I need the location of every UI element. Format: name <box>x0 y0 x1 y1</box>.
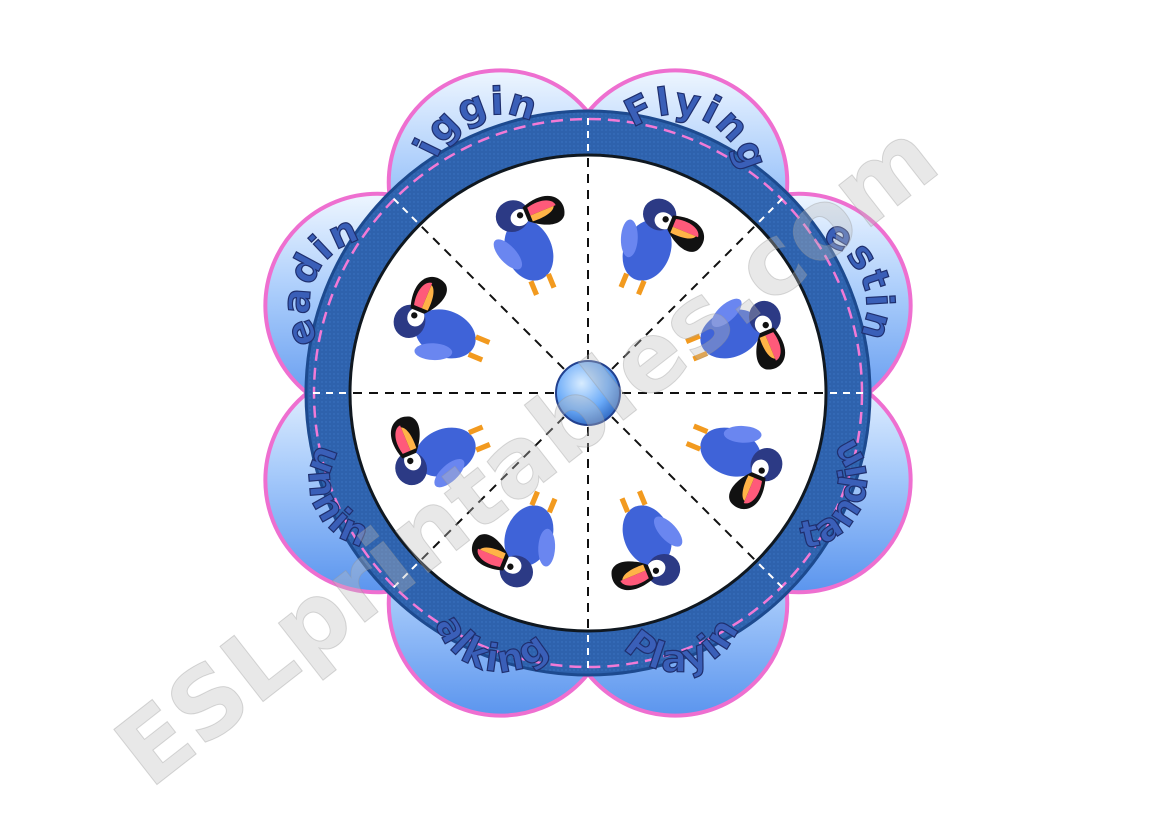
ring-divider <box>389 194 418 223</box>
sector-divider <box>611 416 756 561</box>
center-hub <box>555 360 621 426</box>
ring-divider <box>758 194 787 223</box>
ring-divider <box>758 563 787 592</box>
sector-divider <box>420 416 565 561</box>
sector-divider <box>420 225 565 370</box>
sector-dividers <box>308 113 868 673</box>
petal-label-reading: Reading <box>0 0 366 353</box>
sector-divider <box>611 225 756 370</box>
ring-divider <box>389 563 418 592</box>
